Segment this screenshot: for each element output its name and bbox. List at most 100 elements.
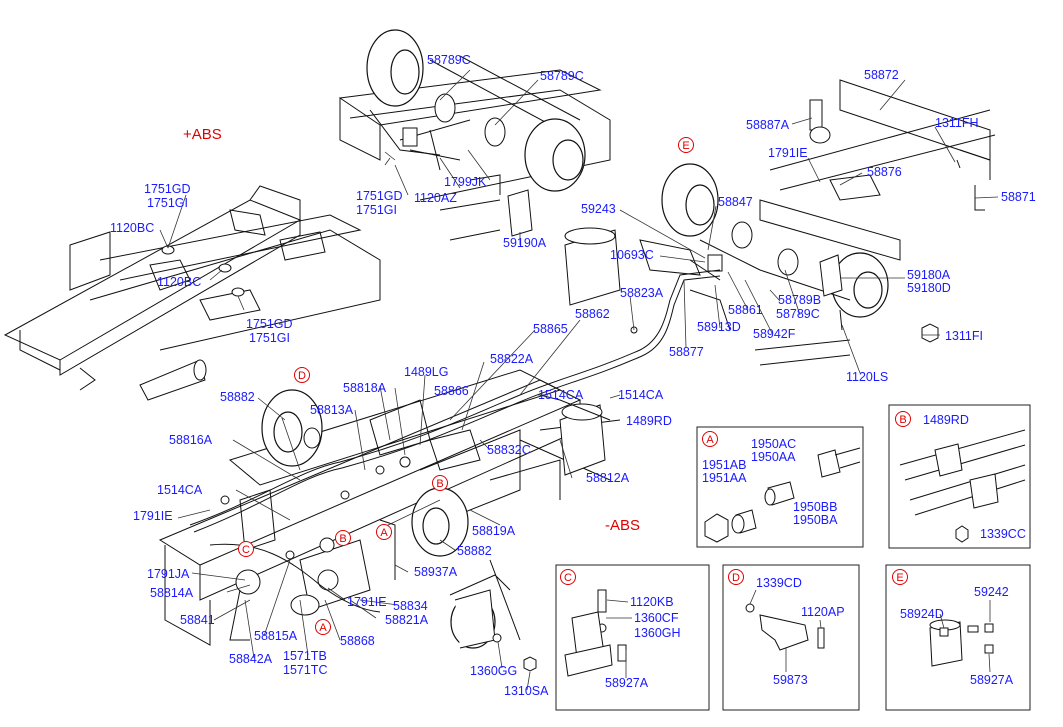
marker-A-box: A xyxy=(702,431,718,447)
detail-a-1950AC[interactable]: 1950AC xyxy=(751,437,796,451)
marker-E-main[interactable]: E xyxy=(678,137,694,153)
detail-a-1951AA[interactable]: 1951AA xyxy=(702,471,747,485)
marker-A-main-1[interactable]: A xyxy=(376,524,392,540)
callout-58871[interactable]: 58871 xyxy=(1001,190,1036,204)
callout-1120BC-2[interactable]: 1120BC xyxy=(157,275,201,289)
callout-58789B[interactable]: 58789B xyxy=(778,293,821,307)
callout-58814A[interactable]: 58814A xyxy=(150,586,194,600)
callout-58818A[interactable]: 58818A xyxy=(343,381,387,395)
callout-58877[interactable]: 58877 xyxy=(669,345,704,359)
callout-58842A[interactable]: 58842A xyxy=(229,652,273,666)
svg-text:A: A xyxy=(319,622,327,634)
callout-58862[interactable]: 58862 xyxy=(575,307,610,321)
callout-1120BC-1[interactable]: 1120BC xyxy=(110,221,154,235)
svg-text:E: E xyxy=(896,572,903,584)
marker-C-main[interactable]: C xyxy=(238,541,254,557)
callout-1311FH[interactable]: 1311FH xyxy=(935,116,979,130)
callout-1751GI-a[interactable]: 1751GI xyxy=(356,203,397,217)
callout-58789C-3[interactable]: 58789C xyxy=(776,307,820,321)
detail-a-1950BA[interactable]: 1950BA xyxy=(793,513,838,527)
marker-B-main-1[interactable]: B xyxy=(432,475,448,491)
detail-b-1339CC[interactable]: 1339CC xyxy=(980,527,1026,541)
callout-58865[interactable]: 58865 xyxy=(533,322,568,336)
callout-10693C[interactable]: 10693C xyxy=(610,248,654,262)
callout-58841[interactable]: 58841 xyxy=(180,613,215,627)
detail-c-1120KB[interactable]: 1120KB xyxy=(630,595,674,609)
detail-b-1489RD[interactable]: 1489RD xyxy=(923,413,969,427)
callout-58872[interactable]: 58872 xyxy=(864,68,899,82)
callout-58868[interactable]: 58868 xyxy=(340,634,375,648)
callout-58861[interactable]: 58861 xyxy=(728,303,763,317)
callout-1751GI-b[interactable]: 1751GI xyxy=(249,331,290,345)
detail-c-58927A[interactable]: 58927A xyxy=(605,676,649,690)
callout-1751GD-top[interactable]: 1751GD xyxy=(144,182,191,196)
callout-58812A[interactable]: 58812A xyxy=(586,471,630,485)
callout-58823A[interactable]: 58823A xyxy=(620,286,664,300)
callout-58913D[interactable]: 58913D xyxy=(697,320,741,334)
svg-text:C: C xyxy=(564,572,572,584)
callout-59180A[interactable]: 59180A xyxy=(907,268,951,282)
callout-1514CA-2[interactable]: 1514CA xyxy=(618,388,664,402)
detail-B-labels: 1489RD 1339CC xyxy=(923,413,1026,541)
callout-1791IE-top[interactable]: 1791IE xyxy=(768,146,808,160)
callout-58819A[interactable]: 58819A xyxy=(472,524,516,538)
callout-1489RD[interactable]: 1489RD xyxy=(626,414,672,428)
detail-d-59873[interactable]: 59873 xyxy=(773,673,808,687)
detail-c-1360CF[interactable]: 1360CF xyxy=(634,611,679,625)
callout-1791JA[interactable]: 1791JA xyxy=(147,567,190,581)
detail-A-labels: 1950AC 1950AA 1951AB 1951AA 1950BB 1950B… xyxy=(702,437,838,527)
callout-58887A[interactable]: 58887A xyxy=(746,118,790,132)
callout-58937A[interactable]: 58937A xyxy=(414,565,458,579)
callout-1791IE-left[interactable]: 1791IE xyxy=(133,509,173,523)
marker-A-main-2[interactable]: A xyxy=(315,619,331,635)
callout-59190A[interactable]: 59190A xyxy=(503,236,547,250)
callout-58942F[interactable]: 58942F xyxy=(753,327,796,341)
callout-58815A[interactable]: 58815A xyxy=(254,629,298,643)
callout-59243[interactable]: 59243 xyxy=(581,202,616,216)
callout-58866[interactable]: 58866 xyxy=(434,384,469,398)
callout-1514CA-1[interactable]: 1514CA xyxy=(538,388,584,402)
detail-e-58927A[interactable]: 58927A xyxy=(970,673,1014,687)
detail-d-1120AP[interactable]: 1120AP xyxy=(801,605,845,619)
callout-58882-top[interactable]: 58882 xyxy=(220,390,255,404)
callout-58832C[interactable]: 58832C xyxy=(487,443,531,457)
callout-1751GD-b[interactable]: 1751GD xyxy=(246,317,293,331)
callout-1514CA-left[interactable]: 1514CA xyxy=(157,483,203,497)
callout-1310SA[interactable]: 1310SA xyxy=(504,684,549,698)
callout-1360GG[interactable]: 1360GG xyxy=(470,664,517,678)
callout-1489LG[interactable]: 1489LG xyxy=(404,365,448,379)
detail-a-1950BB[interactable]: 1950BB xyxy=(793,500,837,514)
callout-1751GD-a[interactable]: 1751GD xyxy=(356,189,403,203)
callout-1120AZ[interactable]: 1120AZ xyxy=(414,191,457,205)
callout-58821A[interactable]: 58821A xyxy=(385,613,429,627)
callout-1571TC[interactable]: 1571TC xyxy=(283,663,327,677)
callout-58789C-1[interactable]: 58789C xyxy=(427,53,471,67)
abs-plus-label: +ABS xyxy=(183,126,222,143)
callout-59180D[interactable]: 59180D xyxy=(907,281,951,295)
detail-e-58924D[interactable]: 58924D xyxy=(900,607,944,621)
callout-58789C-2[interactable]: 58789C xyxy=(540,69,584,83)
detail-e-59242[interactable]: 59242 xyxy=(974,585,1009,599)
callout-58813A[interactable]: 58813A xyxy=(310,403,354,417)
detail-a-1950AA[interactable]: 1950AA xyxy=(751,450,796,464)
marker-D-main[interactable]: D xyxy=(294,367,310,383)
svg-text:D: D xyxy=(298,370,306,382)
callout-1571TB[interactable]: 1571TB xyxy=(283,649,327,663)
callout-1791IE-mid[interactable]: 1791IE xyxy=(347,595,387,609)
callout-58847[interactable]: 58847 xyxy=(718,195,753,209)
marker-B-main-2[interactable]: B xyxy=(335,530,351,546)
callout-58876[interactable]: 58876 xyxy=(867,165,902,179)
callout-58882-mid[interactable]: 58882 xyxy=(457,544,492,558)
callout-1751GI-top[interactable]: 1751GI xyxy=(147,196,188,210)
callout-58822A[interactable]: 58822A xyxy=(490,352,534,366)
callout-1311FI[interactable]: 1311FI xyxy=(945,329,983,343)
detail-a-1951AB[interactable]: 1951AB xyxy=(702,458,746,472)
detail-c-1360GH[interactable]: 1360GH xyxy=(634,626,681,640)
callout-1799JK[interactable]: 1799JK xyxy=(444,175,487,189)
callout-58834[interactable]: 58834 xyxy=(393,599,428,613)
callout-1120LS[interactable]: 1120LS xyxy=(846,370,888,384)
detail-d-1339CD[interactable]: 1339CD xyxy=(756,576,802,590)
leader-lines xyxy=(159,69,999,691)
callout-58816A[interactable]: 58816A xyxy=(169,433,213,447)
